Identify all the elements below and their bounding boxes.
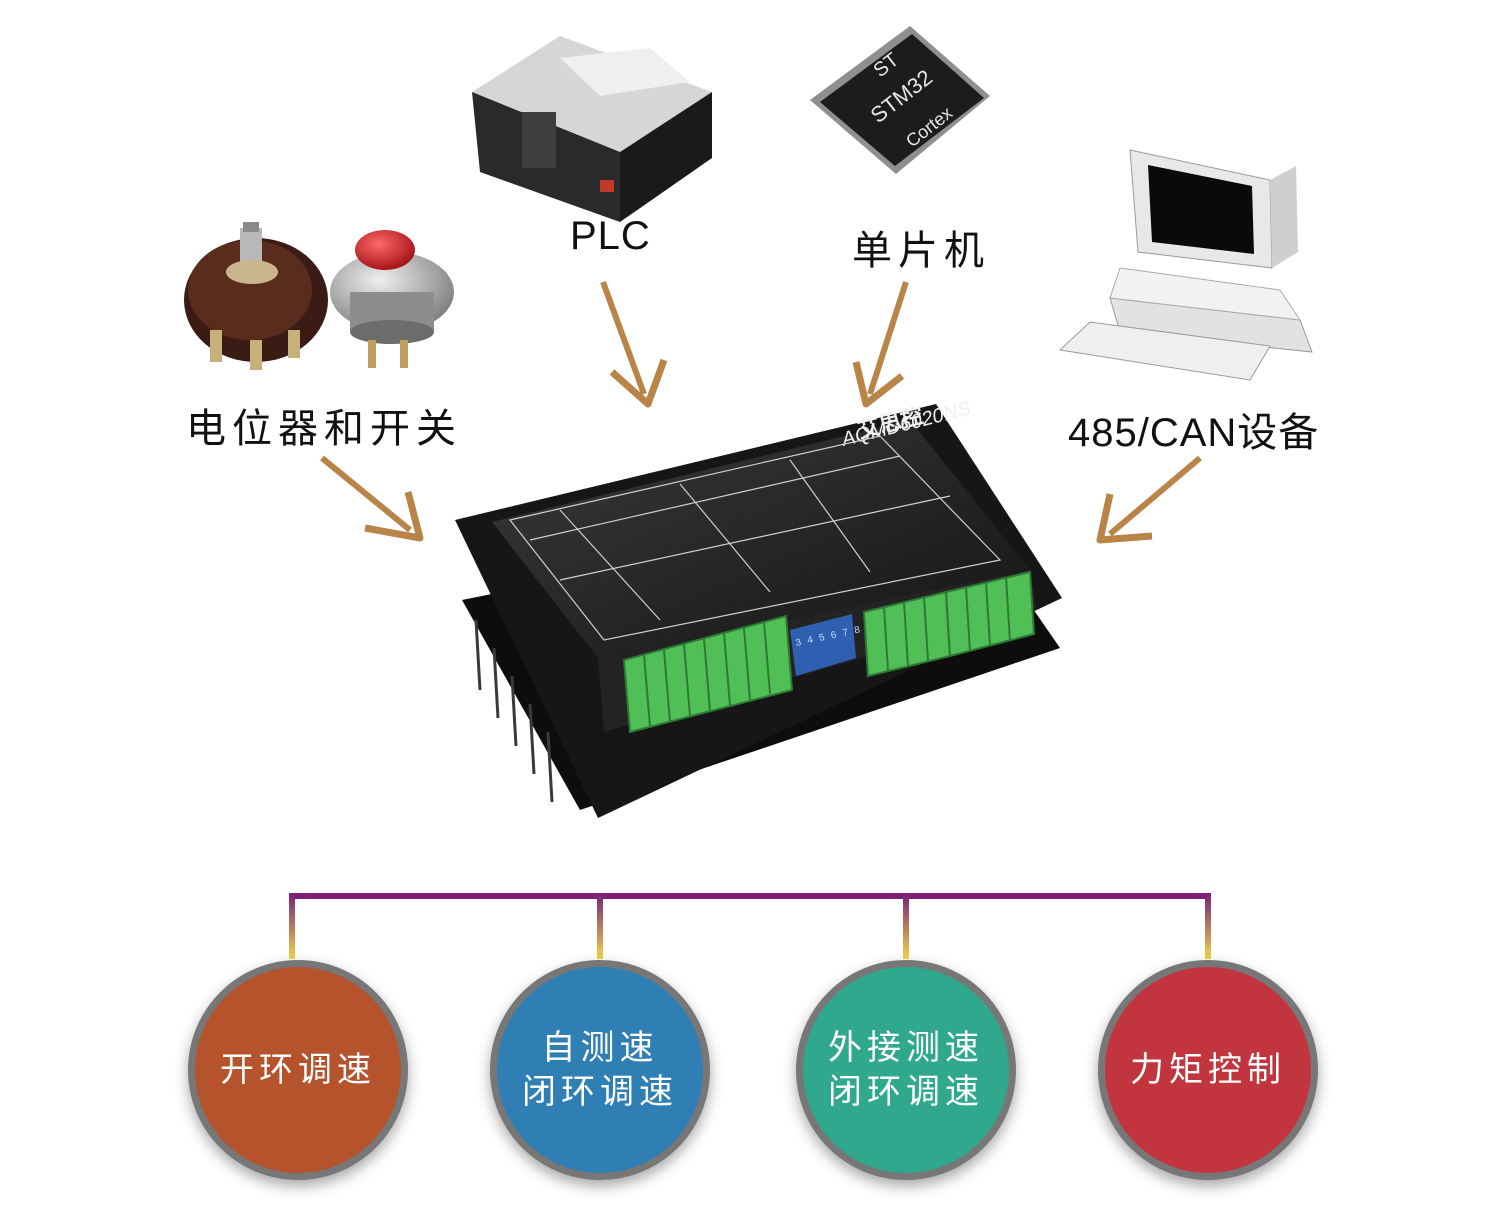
terminal-block-left [622,614,794,734]
label-bus-device: 485/CAN设备 [1068,411,1320,455]
computer-icon [1058,149,1313,381]
mode-self-speed-line1: 自测速 [541,1027,659,1068]
mode-external-speed-closed-loop: 外接测速 闭环调速 [796,960,1016,1180]
arrow-bus-to-driver [1096,455,1202,544]
mode-torque-control: 力矩控制 [1098,960,1318,1180]
terminal-block-right [944,570,1036,658]
mode-torque-line1: 力矩控制 [1130,1049,1286,1090]
arrow-plc-to-driver [600,280,668,408]
mode-external-speed-line2: 闭环调速 [828,1072,984,1112]
mode-self-speed-closed-loop: 自测速 闭环调速 [490,960,710,1180]
device-spec-table [508,435,1002,641]
arrow-pot-to-driver [320,455,424,542]
output-connector-tree [289,786,1211,959]
label-pot-switch: 电位器和开关 [186,406,462,452]
mcu-chip-icon: ST STM32 Cortex [810,26,990,174]
mode-self-speed-line2: 闭环调速 [522,1072,678,1112]
label-plc: PLC [570,214,651,258]
potentiometer-icon [184,222,328,370]
driver-module: 艾思控 AQMD6020NS 3 4 5 6 7 8 [455,397,1062,818]
label-mcu: 单片机 [852,228,990,274]
push-button-icon [330,230,454,368]
mode-open-loop: 开环调速 [188,960,408,1180]
heatsink-fins [474,619,554,803]
dip-switch: 3 4 5 6 7 8 [790,614,861,676]
mode-external-speed-line1: 外接测速 [828,1027,984,1068]
plc-icon [472,36,712,222]
arrow-mcu-to-driver [852,281,909,408]
mode-open-loop-line1: 开环调速 [220,1049,376,1090]
